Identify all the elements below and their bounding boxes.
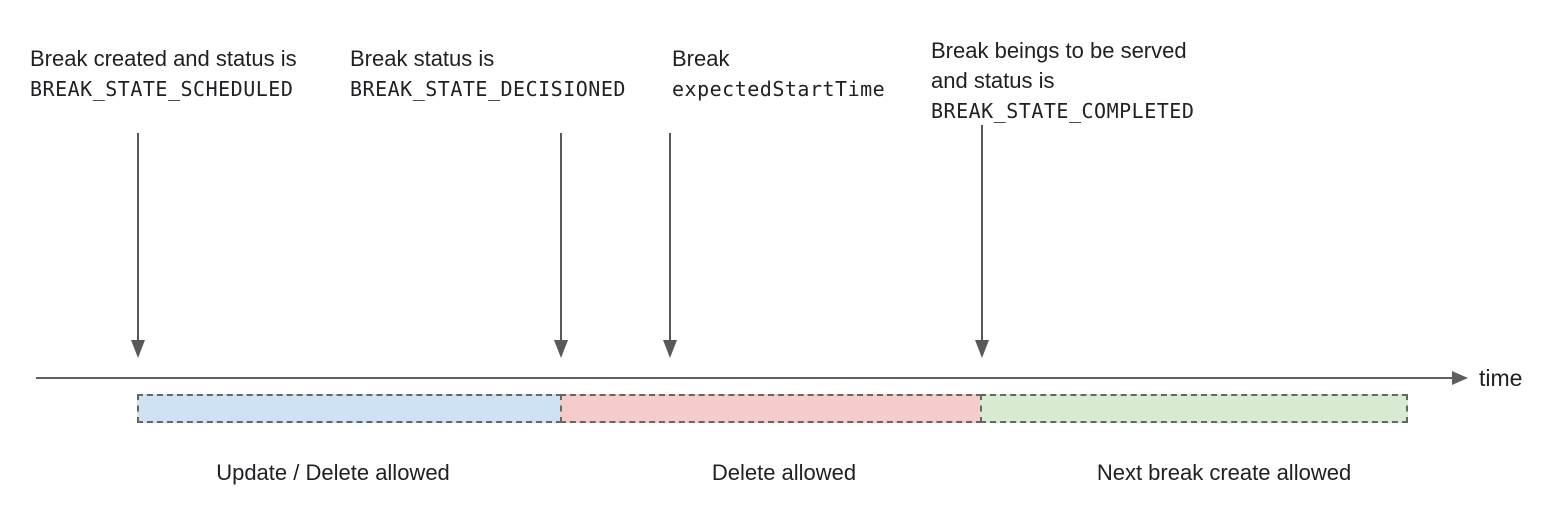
annotation-text: and status is	[931, 68, 1055, 93]
annotation-text: Break	[672, 46, 730, 71]
segment-next-break-create-allowed	[980, 394, 1408, 423]
annotation-break-completed: Break beings to be served and status is …	[931, 36, 1194, 126]
annotation-break-decisioned: Break status is BREAK_STATE_DECISIONED	[350, 44, 626, 104]
segment-label-delete: Delete allowed	[711, 460, 857, 485]
down-arrow-break-completed	[974, 125, 990, 358]
time-axis-label: time	[1479, 365, 1523, 391]
down-arrow-head-icon	[554, 340, 568, 358]
time-axis-arrowhead-icon	[1452, 371, 1468, 385]
down-arrow-break-decisioned	[553, 133, 569, 358]
down-arrow-line	[981, 125, 983, 342]
annotation-text: Break status is	[350, 46, 495, 71]
segment-update-delete-allowed	[137, 394, 562, 423]
annotation-text: Break created and status is	[30, 46, 297, 71]
segment-delete-allowed	[560, 394, 982, 423]
down-arrow-head-icon	[975, 340, 989, 358]
annotation-break-created: Break created and status is BREAK_STATE_…	[30, 44, 297, 104]
annotation-code: BREAK_STATE_DECISIONED	[350, 77, 626, 101]
down-arrow-line	[137, 133, 139, 342]
down-arrow-head-icon	[131, 340, 145, 358]
annotation-code: BREAK_STATE_SCHEDULED	[30, 77, 294, 101]
down-arrow-line	[669, 133, 671, 342]
down-arrow-expected-start-time	[662, 133, 678, 358]
segment-label-update-delete: Update / Delete allowed	[216, 460, 450, 485]
annotation-code: expectedStartTime	[672, 77, 886, 101]
annotation-code: BREAK_STATE_COMPLETED	[931, 99, 1195, 123]
time-axis-line	[36, 377, 1453, 379]
annotation-text: Break beings to be served	[931, 38, 1187, 63]
segment-label-next-break: Next break create allowed	[1096, 460, 1352, 485]
down-arrow-head-icon	[663, 340, 677, 358]
annotation-expected-start-time: Break expectedStartTime	[672, 44, 885, 104]
down-arrow-break-created	[130, 133, 146, 358]
down-arrow-line	[560, 133, 562, 342]
